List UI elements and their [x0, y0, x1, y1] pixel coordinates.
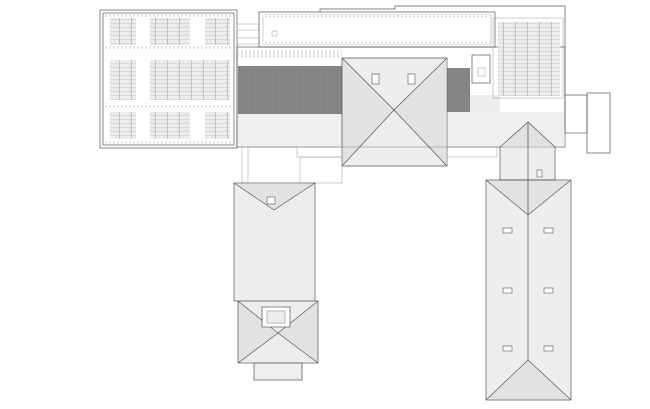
right-wing-roof — [485, 121, 572, 401]
right-annex — [564, 92, 611, 154]
dormer-window — [266, 196, 276, 205]
left-block-roof — [99, 9, 238, 149]
central-hipped-roof — [341, 57, 448, 167]
dark-roof-surface-right — [447, 68, 470, 112]
dormer-window — [371, 73, 380, 85]
dormer-windows — [502, 169, 554, 352]
dark-roof-surface-left — [238, 66, 342, 114]
middle-band-roof — [236, 46, 566, 148]
solar-panel-array — [110, 18, 230, 139]
right-panel-area — [471, 17, 564, 99]
dormer-window — [407, 73, 416, 85]
left-wing-roof — [233, 182, 319, 381]
